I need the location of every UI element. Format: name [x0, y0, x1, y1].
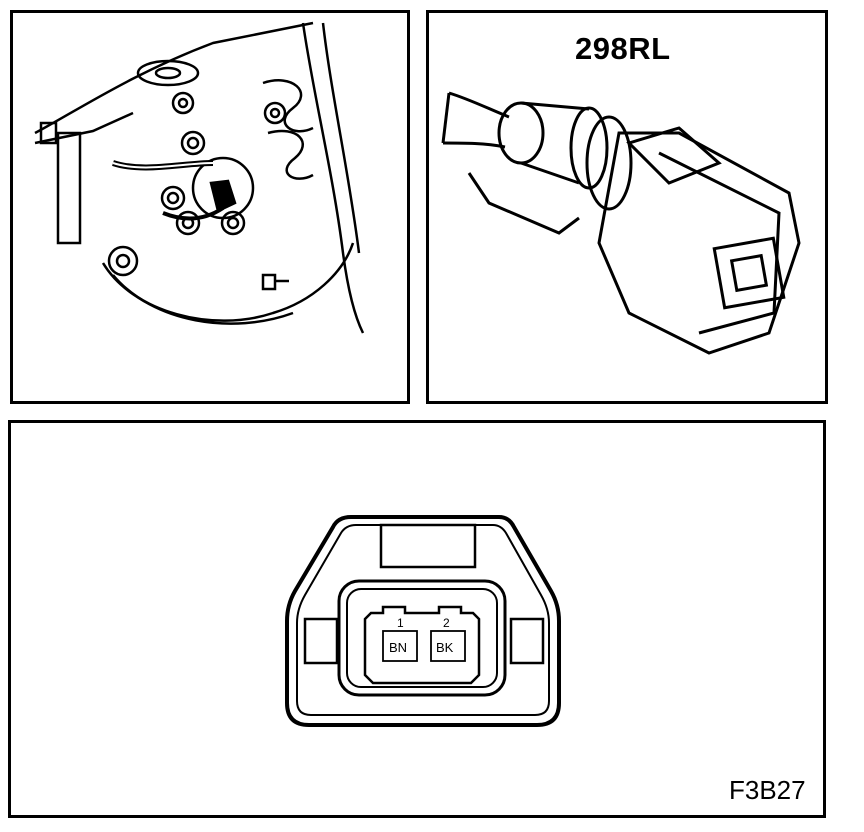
connector-face-diagram: 1 BN 2 BK: [285, 515, 561, 727]
connector-latch: [379, 523, 477, 569]
terminal-block: [363, 605, 481, 685]
connector-illustration-panel: 298RL: [426, 10, 828, 404]
pin-2: 2 BK: [430, 616, 466, 662]
connector-rib-left: [303, 617, 339, 665]
connector-rib-right: [509, 617, 545, 665]
location-illustration-panel: [10, 10, 410, 404]
pin-2-number: 2: [443, 616, 450, 630]
pin-1: 1 BN: [382, 616, 418, 662]
connector-outer-housing: [285, 515, 561, 727]
connector-inner-cavity: [337, 579, 507, 697]
connector-face-panel: 1 BN 2 BK F3B27: [8, 420, 826, 818]
part-code-label: 298RL: [575, 31, 671, 66]
connector-perspective-illustration: [441, 91, 801, 355]
pin-2-wire-color: BK: [436, 640, 454, 655]
wheel-hub-illustration: [34, 21, 365, 334]
pin-1-number: 1: [397, 616, 404, 630]
figure-id-label: F3B27: [729, 775, 806, 805]
pin-1-wire-color: BN: [389, 640, 407, 655]
